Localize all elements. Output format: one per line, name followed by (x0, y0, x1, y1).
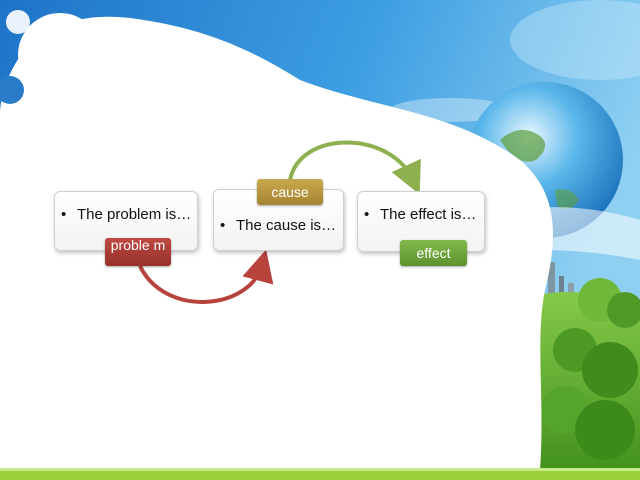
effect-text: The effect is… (364, 206, 484, 223)
problem-tag: proble m (105, 238, 171, 266)
cause-tag: cause (257, 179, 323, 205)
effect-tag: effect (400, 240, 467, 266)
problem-text: The problem is… (61, 206, 197, 223)
cause-text: The cause is… (220, 217, 343, 234)
